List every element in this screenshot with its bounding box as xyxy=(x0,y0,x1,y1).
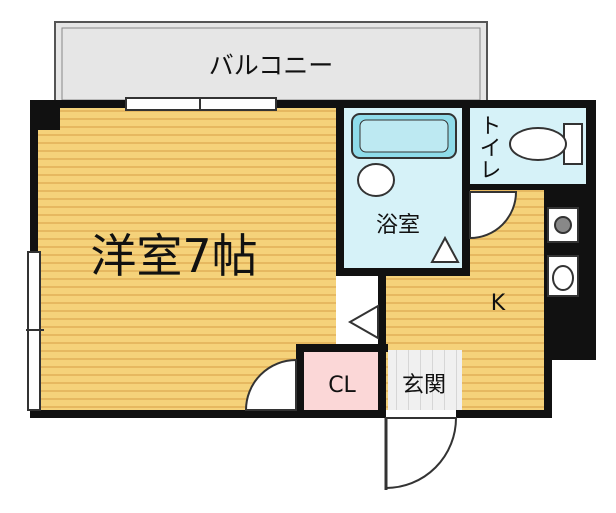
bath-door-marker xyxy=(430,235,460,263)
room-door-marker xyxy=(347,304,379,340)
entry-door-swing xyxy=(385,417,458,490)
closet-door-swing xyxy=(244,358,297,411)
western-room-floor xyxy=(38,108,336,410)
closet-label: CL xyxy=(328,373,356,398)
closet-floor xyxy=(304,350,384,410)
entrance-label: 玄関 xyxy=(402,373,446,398)
balcony-label: バルコニー xyxy=(209,51,334,80)
stove-burner-icon xyxy=(554,216,572,234)
toilet-bowl xyxy=(509,127,567,161)
toilet-door-swing xyxy=(469,191,518,240)
balcony-area xyxy=(54,21,488,103)
entrance-floor xyxy=(388,350,462,410)
sink-basin xyxy=(552,265,574,291)
washbasin xyxy=(357,163,395,197)
toilet-label: トイレ xyxy=(476,114,501,180)
kitchen-label: K xyxy=(491,291,506,316)
bathtub-inner xyxy=(359,119,449,153)
bath-label: 浴室 xyxy=(376,213,420,238)
western-room-label: 洋室7帖 xyxy=(90,229,257,283)
